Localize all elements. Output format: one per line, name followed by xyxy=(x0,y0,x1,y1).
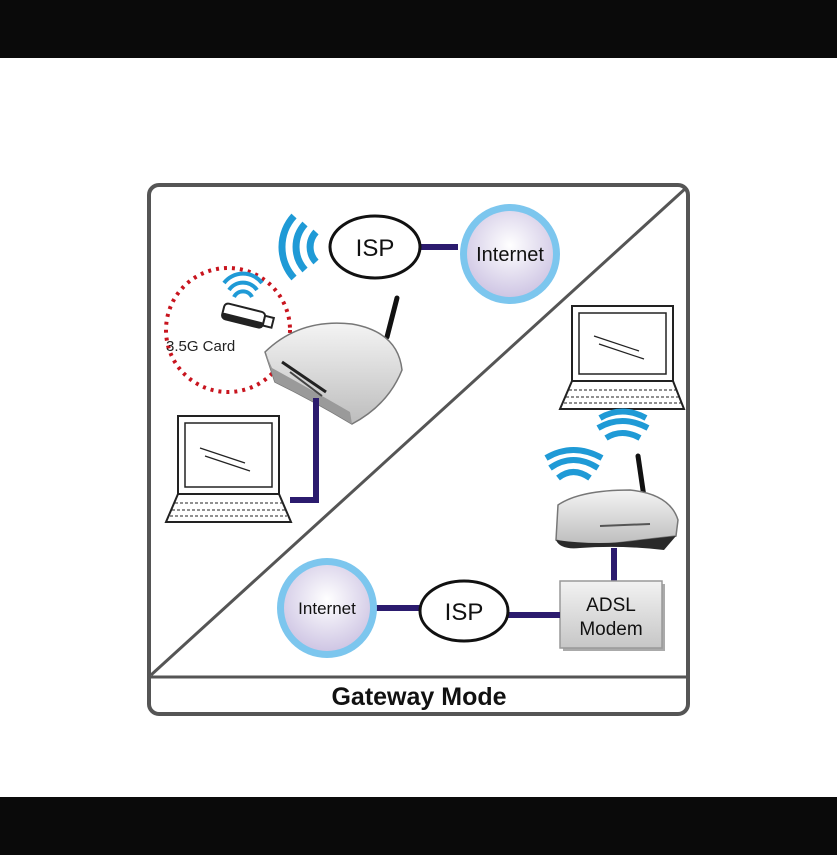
internet-cloud-icon: Internet xyxy=(460,204,560,304)
diagram-title: Gateway Mode xyxy=(331,683,506,711)
modem-label-line2: Modem xyxy=(579,619,642,640)
isp-label: ISP xyxy=(445,599,484,626)
isp-label: ISP xyxy=(356,235,395,262)
laptop-icon xyxy=(166,416,291,522)
internet-cloud-icon: Internet xyxy=(277,558,377,658)
card-label: 3.5G Card xyxy=(166,338,235,355)
internet-label: Internet xyxy=(476,244,544,266)
internet-label: Internet xyxy=(298,599,356,618)
laptop-icon xyxy=(560,306,684,409)
modem-label-line1: ADSL xyxy=(586,595,636,616)
isp-node: ISP xyxy=(420,581,508,641)
isp-node: ISP xyxy=(330,216,420,278)
adsl-modem-icon: ADSL Modem xyxy=(560,581,665,651)
